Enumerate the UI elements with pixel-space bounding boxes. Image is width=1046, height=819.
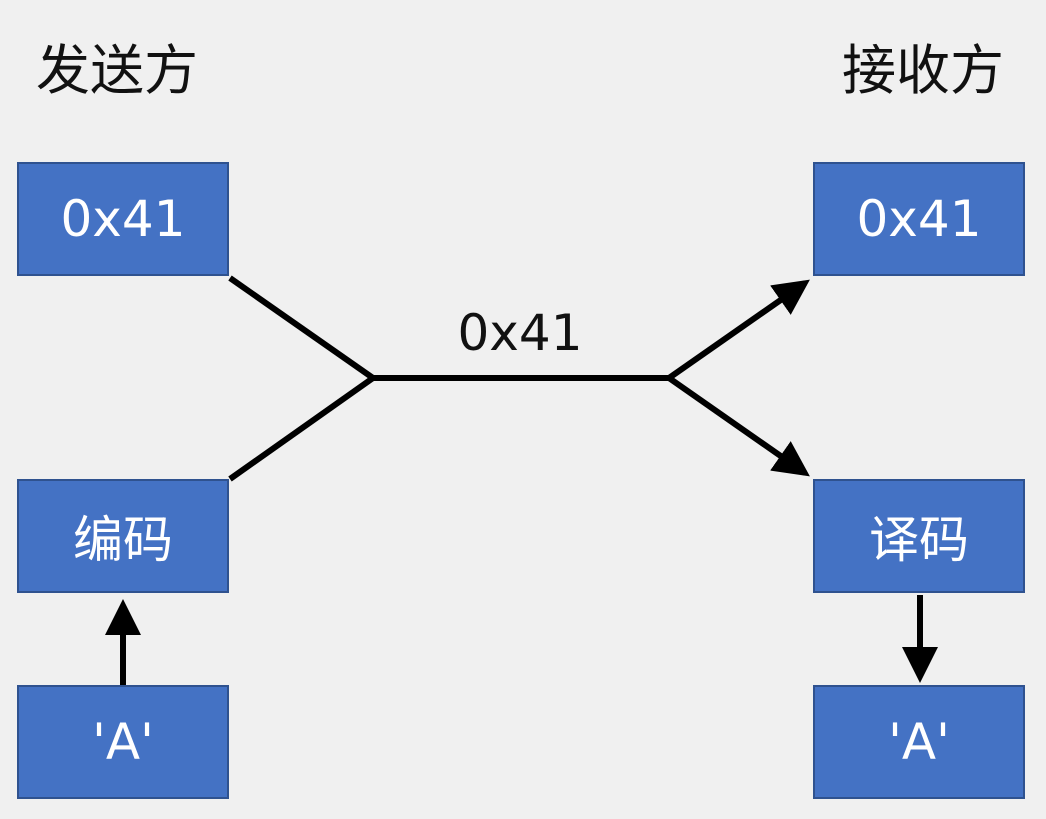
receiver-top-box: 0x41 [813, 162, 1025, 276]
line-sender-top-to-junction [228, 275, 375, 381]
receiver-char-box: 'A' [813, 685, 1025, 799]
sender-encode-box: 编码 [17, 479, 229, 593]
arrow-to-receiver-top [667, 279, 810, 381]
arrow-to-receiver-decode [667, 375, 810, 477]
sender-title: 发送方 [36, 39, 198, 102]
channel-label: 0x41 [457, 304, 583, 362]
sender-top-box: 0x41 [17, 162, 229, 276]
receiver-decode-box: 译码 [813, 479, 1025, 593]
receiver-title: 接收方 [842, 39, 1004, 102]
sender-char-box: 'A' [17, 685, 229, 799]
line-sender-encode-to-junction [228, 375, 375, 482]
